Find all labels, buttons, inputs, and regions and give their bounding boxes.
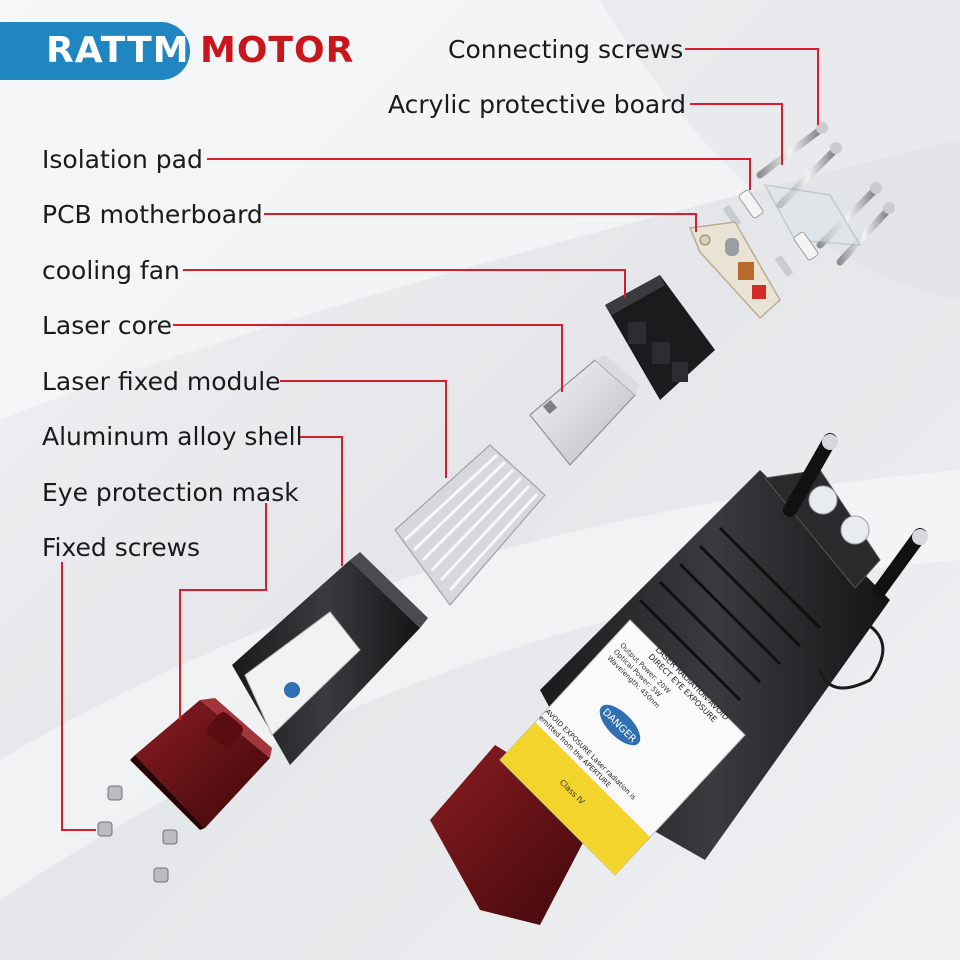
label-connecting-screws: Connecting screws [448,35,684,64]
label-acrylic-protective-board: Acrylic protective board [388,90,686,119]
label-laser-fixed-module: Laser fixed module [42,367,281,396]
assembled-laser-module: DANGER LASER RADIATION-AVOID DIRECT EYE … [430,433,928,925]
leader-eye-protection-mask [179,503,267,720]
leader-fixed-screws [61,562,96,831]
cooling-fan-part [605,275,715,400]
leader-laser-core [173,324,563,392]
label-aluminum-alloy-shell: Aluminum alloy shell [42,422,303,451]
label-fixed-screws: Fixed screws [42,533,201,562]
eye-protection-mask-part [130,698,272,830]
laser-fixed-module-part [394,444,546,606]
leader-cooling-fan [183,269,626,298]
acrylic-protective-board-part [763,184,862,246]
leader-acrylic-protective-board [690,103,783,165]
laser-core-part [529,355,640,466]
fixed-screws-part [97,785,178,883]
isolation-pad-part [723,189,819,277]
brand-pill [0,22,190,80]
brand-logo: RATTM MOTOR [0,22,360,80]
brand-name-right: MOTOR [200,30,355,71]
leader-laser-fixed-module [280,380,447,478]
label-pcb-motherboard: PCB motherboard [42,200,263,229]
leader-connecting-screws [685,48,819,125]
leader-pcb-motherboard [264,213,697,232]
leader-aluminum-alloy-shell [300,436,343,566]
label-laser-core: Laser core [42,311,173,340]
label-isolation-pad: Isolation pad [42,145,203,174]
label-eye-protection-mask: Eye protection mask [42,478,299,507]
aluminum-alloy-shell-part [232,552,428,765]
leader-isolation-pad [207,158,751,190]
brand-name-left: RATTM [46,30,190,71]
pcb-motherboard-part [688,221,781,320]
label-cooling-fan: cooling fan [42,256,180,285]
